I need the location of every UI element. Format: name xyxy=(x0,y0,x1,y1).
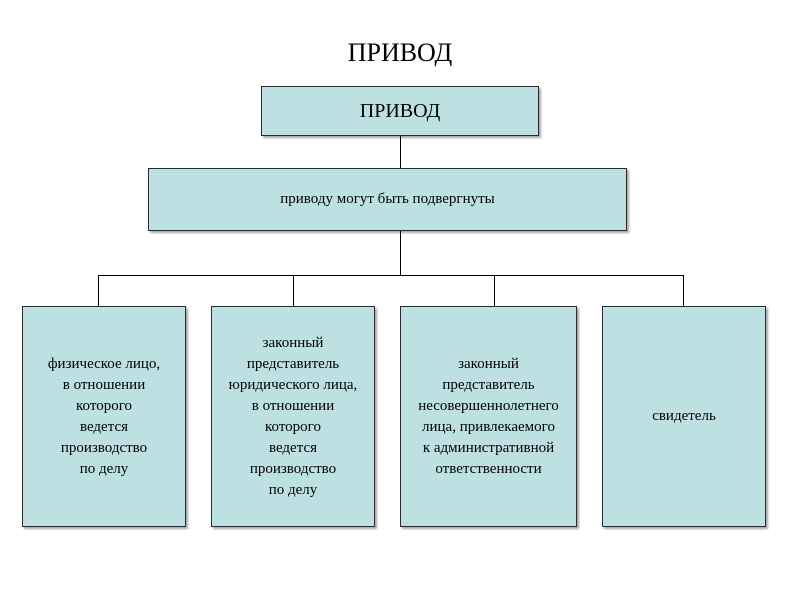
leaf-node-label: физическое лицо, в отношении которого ве… xyxy=(47,355,161,477)
root-node-label: ПРИВОД xyxy=(359,99,441,122)
root-node: ПРИВОД xyxy=(261,86,539,136)
middle-node-label: приводу могут быть подвергнуты xyxy=(280,191,495,207)
middle-node: приводу могут быть подвергнуты xyxy=(148,168,627,231)
leaf-node-individual: физическое лицо, в отношении которого ве… xyxy=(22,306,186,527)
leaf-node-label: свидетель xyxy=(652,408,716,424)
leaf-node-witness: свидетель xyxy=(602,306,766,527)
slide-title: ПРИВОД xyxy=(347,38,453,67)
leaf-node-minor-representative: законный представитель несовершеннолетне… xyxy=(400,306,577,527)
leaf-node-legal-entity-representative: законный представитель юридического лица… xyxy=(211,306,375,527)
leaf-node-label: законный представитель юридического лица… xyxy=(228,334,358,498)
leaf-node-label: законный представитель несовершеннолетне… xyxy=(418,355,559,477)
